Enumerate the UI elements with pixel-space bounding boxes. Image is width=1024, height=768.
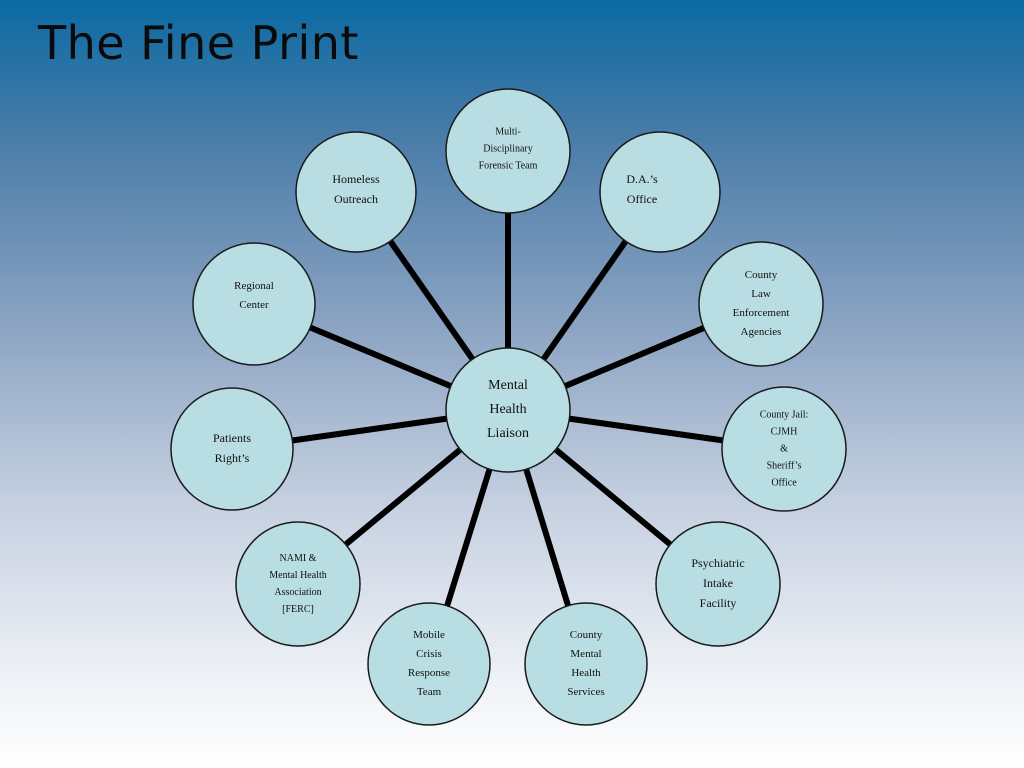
node-mental-health-liaison-circle — [445, 347, 571, 473]
connector-homeless-outreach — [386, 237, 477, 363]
node-das-office-label-line: Office — [627, 192, 657, 206]
node-county-law-enforcement-agencies-label-line: Agencies — [741, 326, 782, 338]
node-county-law-enforcement-agencies-label-line: Law — [751, 288, 771, 300]
node-county-mental-health-services-label-line: Mental — [570, 648, 601, 660]
node-mobile-crisis-response-team-label-line: Crisis — [416, 648, 442, 660]
node-county-jail-cjmh-sheriffs-office-label-line: Sheriff’s — [767, 460, 802, 471]
node-mental-health-liaison-label-line: Mental — [488, 378, 528, 393]
node-mental-health-liaison-label-line: Liaison — [487, 426, 529, 441]
node-das-office-circle — [599, 131, 721, 253]
slide-title: The Fine Print — [38, 16, 359, 70]
connector-patients-rights — [289, 415, 450, 444]
node-county-jail-cjmh-sheriffs-office-circle — [721, 386, 847, 512]
node-county-law-enforcement-agencies-circle — [698, 241, 824, 367]
node-county-law-enforcement-agencies-label-line: County — [745, 269, 778, 281]
connector-county-law-enforcement-agencies — [562, 324, 707, 390]
node-county-mental-health-services-label-line: County — [570, 629, 603, 641]
node-county-law-enforcement-agencies-label-line: Enforcement — [733, 307, 790, 319]
node-nami-mental-health-association-label-line: Association — [274, 587, 321, 598]
connectors — [289, 211, 726, 609]
node-regional-center-label-line: Regional — [234, 280, 274, 292]
node-homeless-outreach-circle — [295, 131, 417, 253]
node-patients-rights-label-line: Patients — [213, 431, 251, 445]
node-mobile-crisis-response-team-circle — [367, 602, 491, 726]
node-county-jail-cjmh-sheriffs-office-label-line: CJMH — [771, 426, 798, 437]
node-nami-mental-health-association-label-line: Mental Health — [269, 570, 326, 581]
node-multi-disciplinary-forensic-team-label-line: Forensic Team — [479, 160, 538, 171]
node-county-jail-cjmh-sheriffs-office-label-line: Office — [771, 477, 797, 488]
node-regional-center-label-line: Center — [239, 299, 269, 311]
node-das-office-label-line: D.A.’s — [626, 172, 658, 186]
node-nami-mental-health-association-label-line: [FERC] — [282, 604, 314, 615]
node-mobile-crisis-response-team-label-line: Response — [408, 667, 450, 679]
node-homeless-outreach-label-line: Outreach — [334, 192, 378, 206]
node-psychiatric-intake-facility-label-line: Intake — [703, 576, 733, 590]
node-homeless-outreach-label-line: Homeless — [332, 172, 380, 186]
node-county-mental-health-services-circle — [524, 602, 648, 726]
node-multi-disciplinary-forensic-team-label-line: Disciplinary — [483, 143, 532, 154]
node-patients-rights-circle — [170, 387, 294, 511]
node-psychiatric-intake-facility-label-line: Facility — [700, 596, 737, 610]
node-mobile-crisis-response-team-label-line: Team — [417, 686, 442, 698]
node-mental-health-liaison-label-line: Health — [489, 402, 526, 417]
node-regional-center-circle — [192, 242, 316, 366]
node-county-mental-health-services-label-line: Health — [571, 667, 601, 679]
connector-mobile-crisis-response-team — [443, 466, 494, 609]
node-nami-mental-health-association-label-line: NAMI & — [280, 553, 317, 564]
node-psychiatric-intake-facility-circle — [655, 521, 781, 647]
connector-psychiatric-intake-facility — [552, 445, 674, 549]
node-county-jail-cjmh-sheriffs-office-label-line: County Jail: — [760, 409, 809, 420]
node-mobile-crisis-response-team-label-line: Mobile — [413, 629, 445, 641]
node-multi-disciplinary-forensic-team-label-line: Multi- — [495, 126, 521, 137]
node-patients-rights-label-line: Right’s — [215, 451, 250, 465]
connector-regional-center — [307, 323, 454, 390]
node-multi-disciplinary-forensic-team-circle — [445, 88, 571, 214]
connector-county-jail-cjmh-sheriffs-office — [566, 415, 726, 444]
connector-nami-mental-health-association — [342, 445, 464, 549]
node-county-mental-health-services-label-line: Services — [567, 686, 604, 698]
node-county-jail-cjmh-sheriffs-office-label-line: & — [780, 443, 788, 454]
node-psychiatric-intake-facility-label-line: Psychiatric — [691, 556, 744, 570]
connector-county-mental-health-services — [522, 466, 572, 609]
connector-das-office — [539, 237, 630, 363]
node-nami-mental-health-association-circle — [235, 521, 361, 647]
